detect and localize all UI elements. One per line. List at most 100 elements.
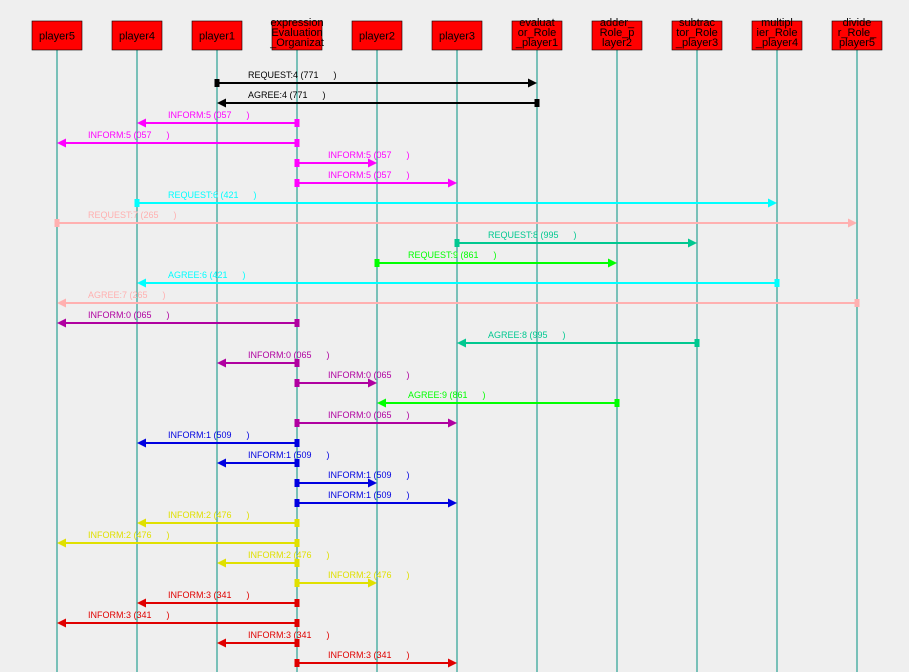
agent-player3[interactable]: player3: [431, 20, 483, 51]
arrowhead-icon: [137, 598, 146, 608]
agent-player2[interactable]: player2: [351, 20, 403, 51]
message-arrow: INFORM:3 (341 ): [57, 610, 300, 628]
message-start-marker: [294, 459, 300, 467]
message-label: INFORM:0 (065 ): [328, 410, 410, 420]
message-label: INFORM:3 (341 ): [328, 650, 410, 660]
message-arrow: INFORM:0 (065 ): [57, 310, 300, 328]
arrowhead-icon: [848, 218, 857, 228]
message-arrow: INFORM:0 (065 ): [294, 410, 457, 428]
message-start-marker: [214, 79, 220, 87]
message-start-marker: [294, 499, 300, 507]
arrowhead-icon: [368, 578, 377, 588]
message-label: INFORM:1 (509 ): [168, 430, 250, 440]
message-arrow: REQUEST:8 (995 ): [454, 230, 697, 248]
message-start-marker: [374, 259, 380, 267]
agent-adder[interactable]: adder_Role_player2: [591, 17, 643, 51]
message-label: INFORM:1 (509 ): [248, 450, 330, 460]
agent-label: _player4: [755, 37, 798, 49]
arrowhead-icon: [137, 118, 146, 128]
arrowhead-icon: [217, 458, 226, 468]
arrowhead-icon: [137, 278, 146, 288]
message-start-marker: [294, 439, 300, 447]
message-arrow: REQUEST:6 (421 ): [134, 190, 777, 208]
message-arrow: INFORM:5 (057 ): [294, 150, 410, 168]
message-start-marker: [294, 539, 300, 547]
agent-box: [111, 20, 163, 51]
message-arrow: REQUEST:7 (265 ): [54, 210, 857, 228]
message-label: INFORM:3 (341 ): [88, 610, 170, 620]
message-label: INFORM:5 (057 ): [168, 110, 250, 120]
arrowhead-icon: [377, 398, 386, 408]
agent-box: [271, 20, 323, 51]
message-start-marker: [294, 119, 300, 127]
message-start-marker: [294, 419, 300, 427]
arrowhead-icon: [448, 498, 457, 508]
agent-player5[interactable]: player5: [31, 20, 83, 51]
message-start-marker: [294, 179, 300, 187]
message-label: REQUEST:8 (995 ): [488, 230, 577, 240]
agent-label: divide: [843, 17, 872, 29]
message-start-marker: [294, 159, 300, 167]
agent-label: r_Role_: [838, 27, 877, 39]
message-label: INFORM:5 (057 ): [328, 150, 410, 160]
agent-box: [31, 20, 83, 51]
message-start-marker: [294, 619, 300, 627]
message-arrow: INFORM:1 (509 ): [294, 490, 457, 508]
agent-label: tor_Role: [676, 27, 718, 39]
agent-label: _player3: [675, 37, 718, 49]
message-label: INFORM:0 (065 ): [248, 350, 330, 360]
message-label: INFORM:3 (341 ): [248, 630, 330, 640]
agent-headers: player5 player4 player1 expressionEvaluatio…: [31, 17, 883, 51]
agent-label: ier_Role: [757, 27, 798, 39]
agent-label: player4: [119, 31, 155, 43]
message-label: INFORM:3 (341 ): [168, 590, 250, 600]
agent-box: [751, 20, 803, 51]
message-arrow: INFORM:3 (341 ): [294, 650, 457, 668]
agent-player4[interactable]: player4: [111, 20, 163, 51]
message-start-marker: [294, 519, 300, 527]
agent-label: expression: [270, 17, 323, 29]
arrowhead-icon: [137, 518, 146, 528]
arrowhead-icon: [768, 198, 777, 208]
message-arrow: INFORM:5 (057 ): [57, 130, 300, 148]
message-arrow: INFORM:3 (341 ): [217, 630, 330, 648]
agent-label: player2: [359, 31, 395, 43]
message-start-marker: [134, 199, 140, 207]
arrowhead-icon: [688, 238, 697, 248]
message-arrow: INFORM:1 (509 ): [137, 430, 300, 448]
message-arrow: INFORM:1 (509 ): [217, 450, 330, 468]
agent-box: [831, 20, 883, 51]
agent-box: [431, 20, 483, 51]
message-start-marker: [774, 279, 780, 287]
message-label: INFORM:2 (476 ): [328, 570, 410, 580]
message-arrow: AGREE:8 (995 ): [457, 330, 700, 348]
message-start-marker: [294, 559, 300, 567]
agent-label: player3: [439, 31, 475, 43]
message-arrow: AGREE:9 (861 ): [377, 390, 620, 408]
agent-label: player5: [839, 37, 875, 49]
message-label: REQUEST:4 (771 ): [248, 70, 337, 80]
agent-label: or_Role: [518, 27, 557, 39]
agent-label: player5: [39, 31, 75, 43]
agent-box: [351, 20, 403, 51]
message-start-marker: [614, 399, 620, 407]
message-label: AGREE:7 (265 ): [88, 290, 166, 300]
message-arrow: INFORM:0 (065 ): [217, 350, 330, 368]
message-arrow: INFORM:0 (065 ): [294, 370, 410, 388]
message-start-marker: [294, 659, 300, 667]
arrowhead-icon: [217, 98, 226, 108]
message-arrow: REQUEST:4 (771 ): [214, 70, 537, 88]
message-start-marker: [294, 599, 300, 607]
agent-label: Role_p: [600, 27, 635, 39]
arrowhead-icon: [217, 358, 226, 368]
message-start-marker: [294, 479, 300, 487]
agent-player1[interactable]: player1: [191, 20, 243, 51]
agent-label: multipl: [761, 17, 793, 29]
arrowhead-icon: [368, 158, 377, 168]
message-label: REQUEST:6 (421 ): [168, 190, 257, 200]
